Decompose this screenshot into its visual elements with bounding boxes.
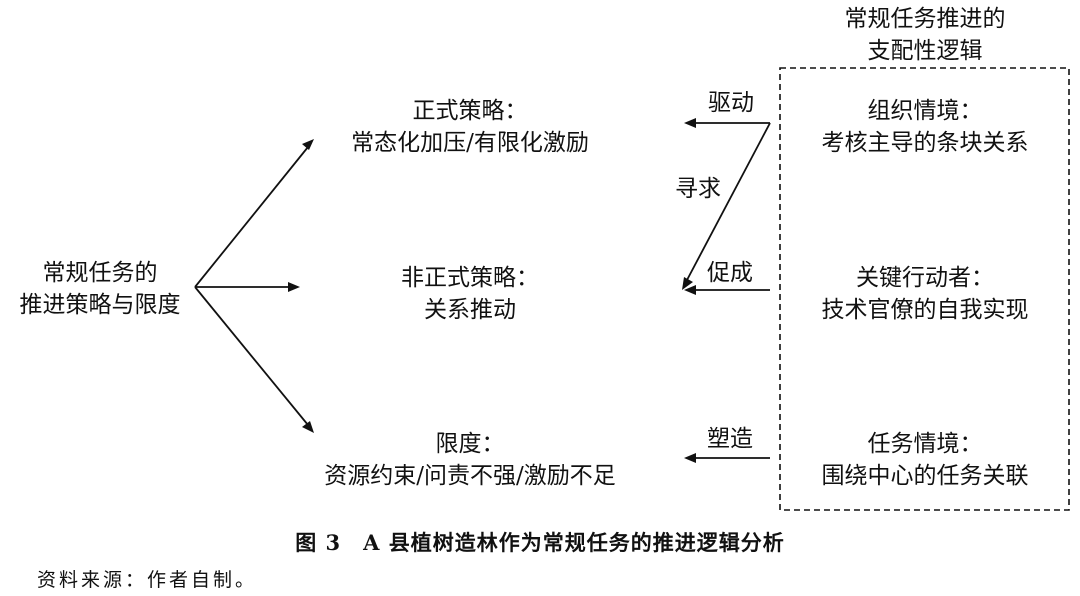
- node-informal-strategy: 非正式策略： 关系推动: [310, 262, 630, 326]
- edge-label-drive: 驱动: [708, 90, 754, 116]
- node-formal-strategy: 正式策略： 常态化加压/有限化激励: [310, 95, 630, 159]
- org-context-title: 组织情境：: [867, 98, 983, 124]
- arrow-root-to-limits: [194, 286, 309, 426]
- task-context-title: 任务情境：: [867, 431, 983, 457]
- key-actor-title: 关键行动者：: [856, 265, 994, 291]
- root-node-line-1: 常规任务的: [42, 260, 158, 286]
- edge-label-promote: 促成: [707, 260, 753, 286]
- arrowhead-promote: [684, 285, 696, 295]
- arrowhead-root-to-formal: [302, 139, 314, 150]
- node-limits: 限度： 资源约束/问责不强/激励不足: [300, 428, 640, 492]
- logic-title-line-1: 常规任务推进的: [844, 6, 1006, 32]
- factor-key-actor: 关键行动者： 技术官僚的自我实现: [790, 262, 1060, 326]
- arrowhead-root-to-limits: [302, 421, 314, 433]
- factor-org-context: 组织情境： 考核主导的条块关系: [790, 95, 1060, 159]
- formal-strategy-detail: 常态化加压/有限化激励: [351, 130, 589, 156]
- informal-strategy-detail: 关系推动: [424, 297, 516, 323]
- edge-label-seek: 寻求: [675, 176, 721, 202]
- limits-detail: 资源约束/问责不强/激励不足: [324, 463, 616, 489]
- arrow-seek: [686, 122, 771, 281]
- task-context-detail: 围绕中心的任务关联: [821, 463, 1029, 489]
- factor-task-context: 任务情境： 围绕中心的任务关联: [790, 428, 1060, 492]
- arrowhead-root-to-informal: [288, 282, 300, 292]
- figure-source: 资料来源：作者自制。: [37, 569, 258, 591]
- root-node: 常规任务的 推进策略与限度: [5, 257, 195, 321]
- key-actor-detail: 技术官僚的自我实现: [821, 297, 1029, 323]
- edge-label-shape: 塑造: [707, 426, 753, 452]
- arrow-root-to-formal: [194, 146, 309, 288]
- arrowhead-shape: [684, 453, 696, 463]
- root-node-line-2: 推进策略与限度: [19, 292, 181, 318]
- limits-title: 限度：: [435, 431, 505, 457]
- logic-title: 常规任务推进的 支配性逻辑: [790, 3, 1060, 67]
- formal-strategy-title: 正式策略：: [412, 98, 528, 124]
- figure-caption: 图 3 A 县植树造林作为常规任务的推进逻辑分析: [295, 530, 785, 555]
- logic-title-line-2: 支配性逻辑: [867, 38, 983, 64]
- logic-dashed-box: [779, 67, 1070, 511]
- arrowhead-drive: [684, 118, 696, 128]
- informal-strategy-title: 非正式策略：: [401, 265, 539, 291]
- arrowhead-seek: [682, 277, 693, 290]
- org-context-detail: 考核主导的条块关系: [821, 130, 1029, 156]
